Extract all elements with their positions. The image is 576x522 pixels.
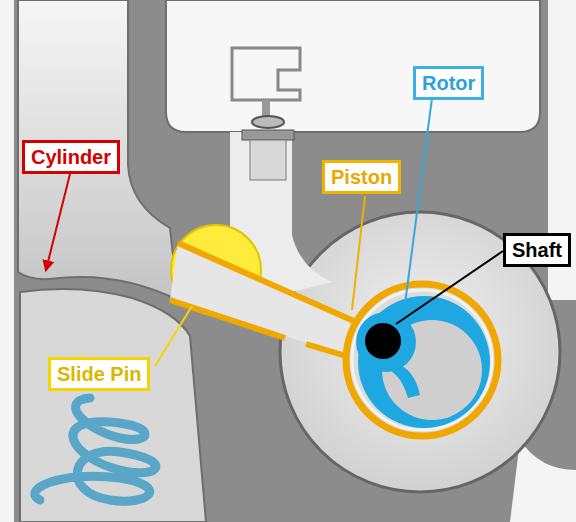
leader-arrow	[46, 174, 70, 270]
part-label: Piston	[331, 165, 392, 189]
spring	[35, 398, 156, 501]
shaft	[365, 323, 401, 359]
piston-gap	[352, 290, 492, 430]
part-label: Rotor	[422, 71, 475, 95]
leader-line	[405, 98, 432, 304]
valve-retainer	[232, 48, 300, 100]
callout-box: Slide Pin	[48, 357, 150, 391]
leader-line	[352, 196, 365, 310]
vane-edge	[306, 344, 346, 356]
callout-box: Piston	[322, 160, 401, 194]
callout-box: Rotor	[413, 66, 484, 100]
leader-line	[155, 306, 192, 366]
outer-corner	[510, 440, 576, 522]
valve-disc	[252, 116, 284, 128]
callout-box: Cylinder	[22, 140, 120, 174]
valve-seat	[242, 130, 294, 140]
vane-edge	[170, 300, 285, 338]
part-label: Shaft	[512, 238, 562, 262]
rotor-hub	[356, 312, 416, 372]
rotor-web	[392, 365, 420, 398]
suction-passage	[18, 0, 178, 300]
vane-slot	[170, 243, 352, 354]
outer-strip	[0, 0, 14, 522]
leader-line	[396, 251, 503, 324]
part-label: Cylinder	[31, 145, 111, 169]
discharge-chamber	[166, 0, 540, 132]
valve-port	[250, 140, 286, 180]
part-label: Slide Pin	[57, 362, 141, 386]
spring-chamber	[20, 289, 206, 522]
callout-box: Shaft	[503, 233, 571, 267]
